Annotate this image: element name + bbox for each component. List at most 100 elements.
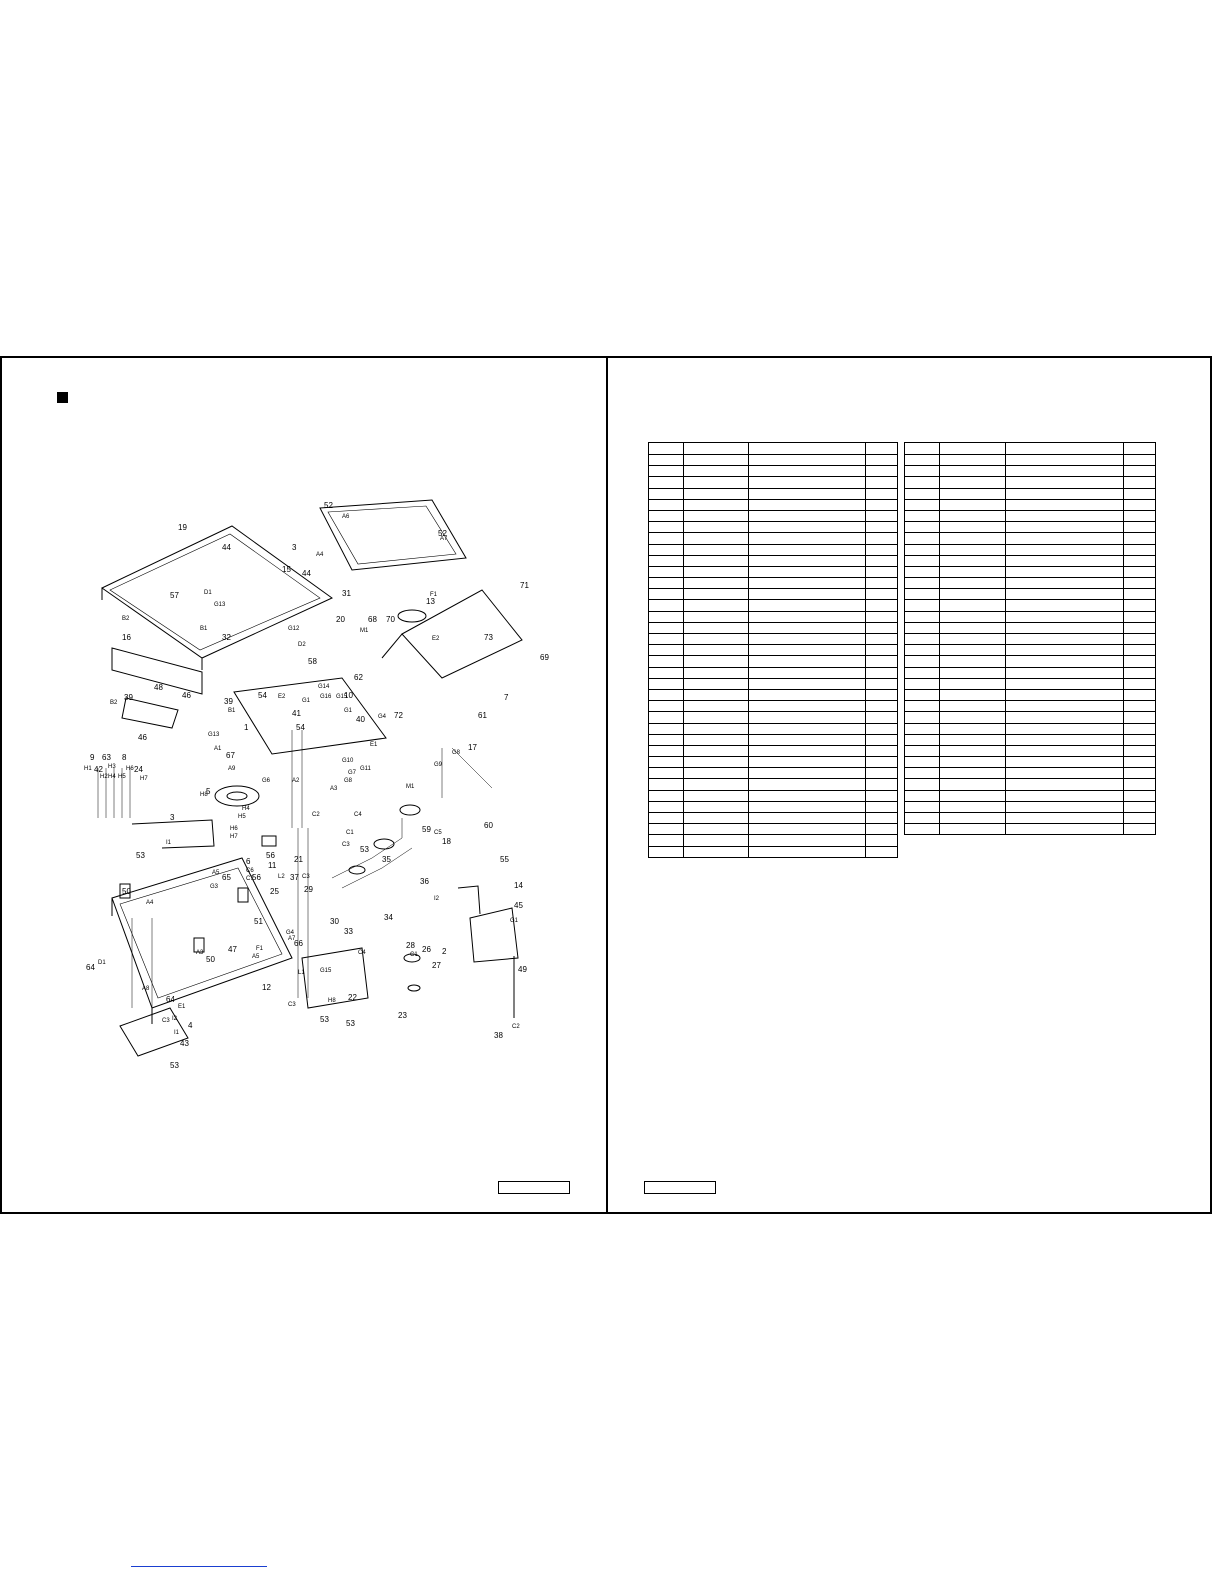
svg-text:G11: G11 <box>360 766 372 772</box>
table-cell <box>1122 554 1157 567</box>
callout-38: 38 <box>494 1031 503 1040</box>
table-row <box>647 789 899 802</box>
table-row <box>647 811 899 825</box>
table-row <box>647 644 899 657</box>
svg-text:E1: E1 <box>178 1004 186 1010</box>
svg-text:G6: G6 <box>262 778 271 784</box>
table-row <box>903 644 1157 657</box>
table-cell <box>683 834 750 847</box>
table-cell <box>939 532 1007 545</box>
table-cell <box>1005 767 1124 780</box>
table-cell <box>683 476 750 489</box>
table-cell <box>748 677 866 690</box>
svg-text:H8: H8 <box>200 792 208 798</box>
table-cell <box>1005 498 1124 511</box>
svg-text:I2: I2 <box>172 1016 178 1022</box>
svg-text:A3: A3 <box>196 950 204 956</box>
svg-text:H6: H6 <box>230 826 238 832</box>
table-cell <box>748 565 866 579</box>
table-cell <box>647 588 685 601</box>
footer-link[interactable] <box>131 1566 267 1567</box>
table-cell <box>647 621 685 635</box>
svg-text:A1: A1 <box>214 746 222 752</box>
table-cell <box>683 845 750 858</box>
callout-65: 65 <box>222 873 231 882</box>
table-row <box>647 588 899 601</box>
table-cell <box>683 532 750 545</box>
sheet <box>111 647 203 695</box>
table-cell <box>939 711 1007 724</box>
table-cell <box>647 532 685 545</box>
table-cell <box>647 476 685 489</box>
table-cell <box>1005 442 1124 455</box>
table-cell <box>647 677 685 690</box>
callout-7: 7 <box>504 693 509 702</box>
table-cell <box>1005 543 1124 556</box>
table-cell <box>939 543 1007 556</box>
callout-12: 12 <box>262 983 271 992</box>
table-cell <box>1005 666 1124 679</box>
callout-29: 29 <box>304 885 313 894</box>
table-cell <box>647 509 685 523</box>
table-cell <box>647 487 685 500</box>
table-row <box>647 800 899 814</box>
callout-26: 26 <box>422 945 431 954</box>
table-cell <box>903 453 941 467</box>
table-cell <box>647 834 685 847</box>
table-cell <box>1005 655 1124 668</box>
table-cell <box>748 621 866 635</box>
table-cell <box>939 700 1007 713</box>
table-cell <box>939 789 1007 802</box>
table-cell <box>1005 521 1124 534</box>
table-row <box>647 744 899 758</box>
table-cell <box>864 453 899 467</box>
svg-text:H8: H8 <box>328 998 336 1004</box>
table-cell <box>1122 722 1157 735</box>
svg-text:C6: C6 <box>246 868 254 874</box>
callout-10: 10 <box>344 691 353 700</box>
table-cell <box>939 655 1007 668</box>
table-cell <box>748 644 866 657</box>
table-cell <box>864 767 899 780</box>
callout-24: 24 <box>134 765 143 774</box>
table-cell <box>1122 744 1157 758</box>
svg-text:A7: A7 <box>440 536 448 542</box>
table-cell <box>864 532 899 545</box>
callout-18: 18 <box>442 837 451 846</box>
table-cell <box>939 644 1007 657</box>
table-row <box>903 543 1157 556</box>
table-row <box>903 800 1157 814</box>
svg-text:B2: B2 <box>122 616 130 622</box>
table-cell <box>1122 465 1157 478</box>
table-cell <box>939 521 1007 534</box>
table-row <box>647 677 899 690</box>
table-cell <box>1122 823 1157 836</box>
svg-text:A3: A3 <box>330 786 338 792</box>
table-cell <box>864 655 899 668</box>
table-cell <box>864 711 899 724</box>
table-cell <box>1005 565 1124 579</box>
table-cell <box>683 711 750 724</box>
svg-text:M1: M1 <box>360 628 369 634</box>
svg-text:H3: H3 <box>108 764 116 770</box>
svg-text:H4: H4 <box>108 774 116 780</box>
table-row <box>903 453 1157 467</box>
table-cell <box>683 756 750 769</box>
table-cell <box>1122 644 1157 657</box>
table-cell <box>864 688 899 702</box>
callout-46b: 46 <box>138 733 147 742</box>
svg-text:C1: C1 <box>410 952 418 958</box>
svg-text:E2: E2 <box>432 636 440 642</box>
callout-70: 70 <box>386 615 395 624</box>
table-cell <box>864 811 899 825</box>
callout-5: 5 <box>206 787 211 796</box>
table-cell <box>1005 644 1124 657</box>
table-cell <box>939 800 1007 814</box>
svg-text:A4: A4 <box>146 900 154 906</box>
table-cell <box>647 453 685 467</box>
table-cell <box>864 733 899 746</box>
table-cell <box>1005 722 1124 735</box>
table-cell <box>939 476 1007 489</box>
svg-text:G8: G8 <box>452 750 461 756</box>
callout-63: 63 <box>102 753 111 762</box>
